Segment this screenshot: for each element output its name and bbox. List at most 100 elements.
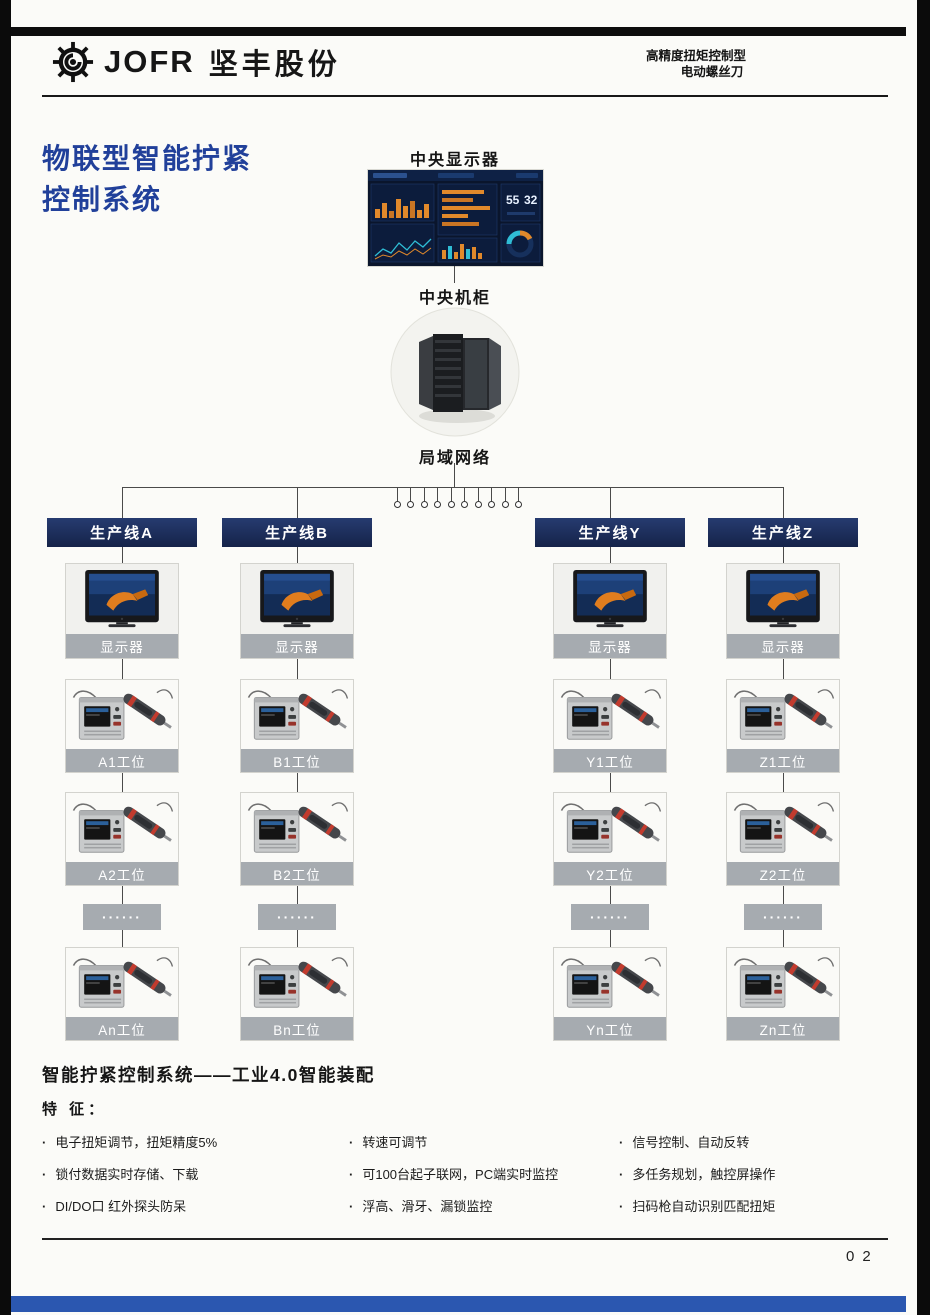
station-caption: Z2工位 [727, 862, 839, 885]
station-icon [555, 951, 665, 1015]
production-line-header: 生产线Z [708, 518, 858, 547]
station-icon [242, 796, 352, 860]
scan-edge-right [917, 0, 930, 1315]
network-tap-icon [514, 488, 522, 508]
network-tap-icon [407, 488, 415, 508]
station-image [554, 793, 666, 862]
station-image [241, 793, 353, 862]
feature-item: 电子扭矩调节，扭矩精度5% [42, 1135, 349, 1151]
station-box: Zn工位 [726, 947, 840, 1041]
station-box: Z2工位 [726, 792, 840, 886]
station-box: Y2工位 [553, 792, 667, 886]
display-box: 显示器 [65, 563, 179, 659]
network-tap-icon [501, 488, 509, 508]
central-display-image-box: 55 32 [368, 170, 543, 266]
connector-line [609, 547, 611, 563]
station-caption: B1工位 [241, 749, 353, 772]
brand-text: JOFR [104, 44, 195, 79]
lan-label: 局域网络 [418, 450, 491, 467]
display-caption: 显示器 [554, 634, 666, 658]
station-image [241, 680, 353, 749]
station-icon [555, 683, 665, 747]
station-box: Bn工位 [240, 947, 354, 1041]
connector-line [782, 547, 784, 563]
header-divider [42, 95, 888, 97]
station-icon [728, 683, 838, 747]
station-image [727, 680, 839, 749]
station-image [554, 680, 666, 749]
central-cabinet-label: 中央机柜 [418, 290, 491, 307]
production-line-header: 生产线B [222, 518, 372, 547]
station-box: Yn工位 [553, 947, 667, 1041]
central-display-image: 55 32 [368, 170, 543, 266]
connector-line [609, 659, 611, 679]
connector-line [782, 930, 784, 947]
features-section: 特 征： 电子扭矩调节，扭矩精度5% 转速可调节 信号控制、自动反转 锁付数据实… [42, 1098, 888, 1215]
station-image [66, 680, 178, 749]
connector-line [121, 659, 123, 679]
connector-line [782, 886, 784, 904]
feature-item: 转速可调节 [349, 1135, 619, 1151]
tagline-line2: 电动螺丝刀 [680, 65, 744, 79]
station-box: Y1工位 [553, 679, 667, 773]
network-bus-line [122, 487, 783, 488]
station-icon [242, 951, 352, 1015]
connector-line [609, 773, 611, 792]
station-icon [555, 796, 665, 860]
station-box: B2工位 [240, 792, 354, 886]
features-title: 特 征： [42, 1101, 108, 1118]
station-caption: An工位 [66, 1017, 178, 1040]
monitor-icon [72, 568, 172, 630]
connector-lan-bus [454, 463, 455, 487]
footer-divider [42, 1238, 888, 1240]
connector-line [609, 886, 611, 904]
station-box: Z1工位 [726, 679, 840, 773]
gear-icon [52, 41, 94, 83]
station-icon [242, 683, 352, 747]
production-line-column-b: 生产线B 显示器 B1工位 B2工位 ······ [222, 518, 372, 1041]
connector-line [296, 886, 298, 904]
feature-item: 可100台起子联网，PC端实时监控 [349, 1167, 619, 1183]
display-box: 显示器 [553, 563, 667, 659]
production-line-header: 生产线A [47, 518, 197, 547]
connector-line [609, 930, 611, 947]
network-tap-icon [420, 488, 428, 508]
station-icon [67, 796, 177, 860]
section-headline: 智能拧紧控制系统——工业4.0智能装配 [42, 1065, 375, 1085]
station-image [66, 793, 178, 862]
brand-text-cn: 坚丰股份 [208, 49, 341, 81]
features-grid: 电子扭矩调节，扭矩精度5% 转速可调节 信号控制、自动反转 锁付数据实时存储、下… [42, 1135, 888, 1215]
feature-item: 信号控制、自动反转 [619, 1135, 888, 1151]
connector-line [296, 659, 298, 679]
dashboard-value-1: 55 [506, 193, 520, 207]
display-box: 显示器 [240, 563, 354, 659]
production-line-column-a: 生产线A 显示器 A1工位 A2工位 ······ [47, 518, 197, 1041]
station-caption: Y1工位 [554, 749, 666, 772]
network-tap-icon [394, 488, 401, 508]
connector-line [296, 547, 298, 563]
station-box: An工位 [65, 947, 179, 1041]
connector-drop-z [783, 487, 784, 518]
station-caption: Zn工位 [727, 1017, 839, 1040]
network-tap-icon [434, 488, 442, 508]
central-display-label: 中央显示器 [409, 152, 500, 169]
ellipsis-bar: ······ [83, 904, 161, 930]
connector-display-cabinet [454, 266, 455, 283]
feature-item: 浮高、滑牙、漏锁监控 [349, 1199, 619, 1215]
station-icon [728, 951, 838, 1015]
monitor-image [241, 564, 353, 634]
production-line-column-z: 生产线Z 显示器 Z1工位 Z2工位 ······ [708, 518, 858, 1041]
station-icon [728, 796, 838, 860]
station-image [241, 948, 353, 1017]
station-caption: A1工位 [66, 749, 178, 772]
display-caption: 显示器 [66, 634, 178, 658]
monitor-icon [560, 568, 660, 630]
display-box: 显示器 [726, 563, 840, 659]
connector-line [782, 773, 784, 792]
station-image [727, 793, 839, 862]
display-caption: 显示器 [727, 634, 839, 658]
monitor-icon [247, 568, 347, 630]
page-title: 物联型智能拧紧 控制系统 [42, 138, 252, 220]
station-caption: Z1工位 [727, 749, 839, 772]
